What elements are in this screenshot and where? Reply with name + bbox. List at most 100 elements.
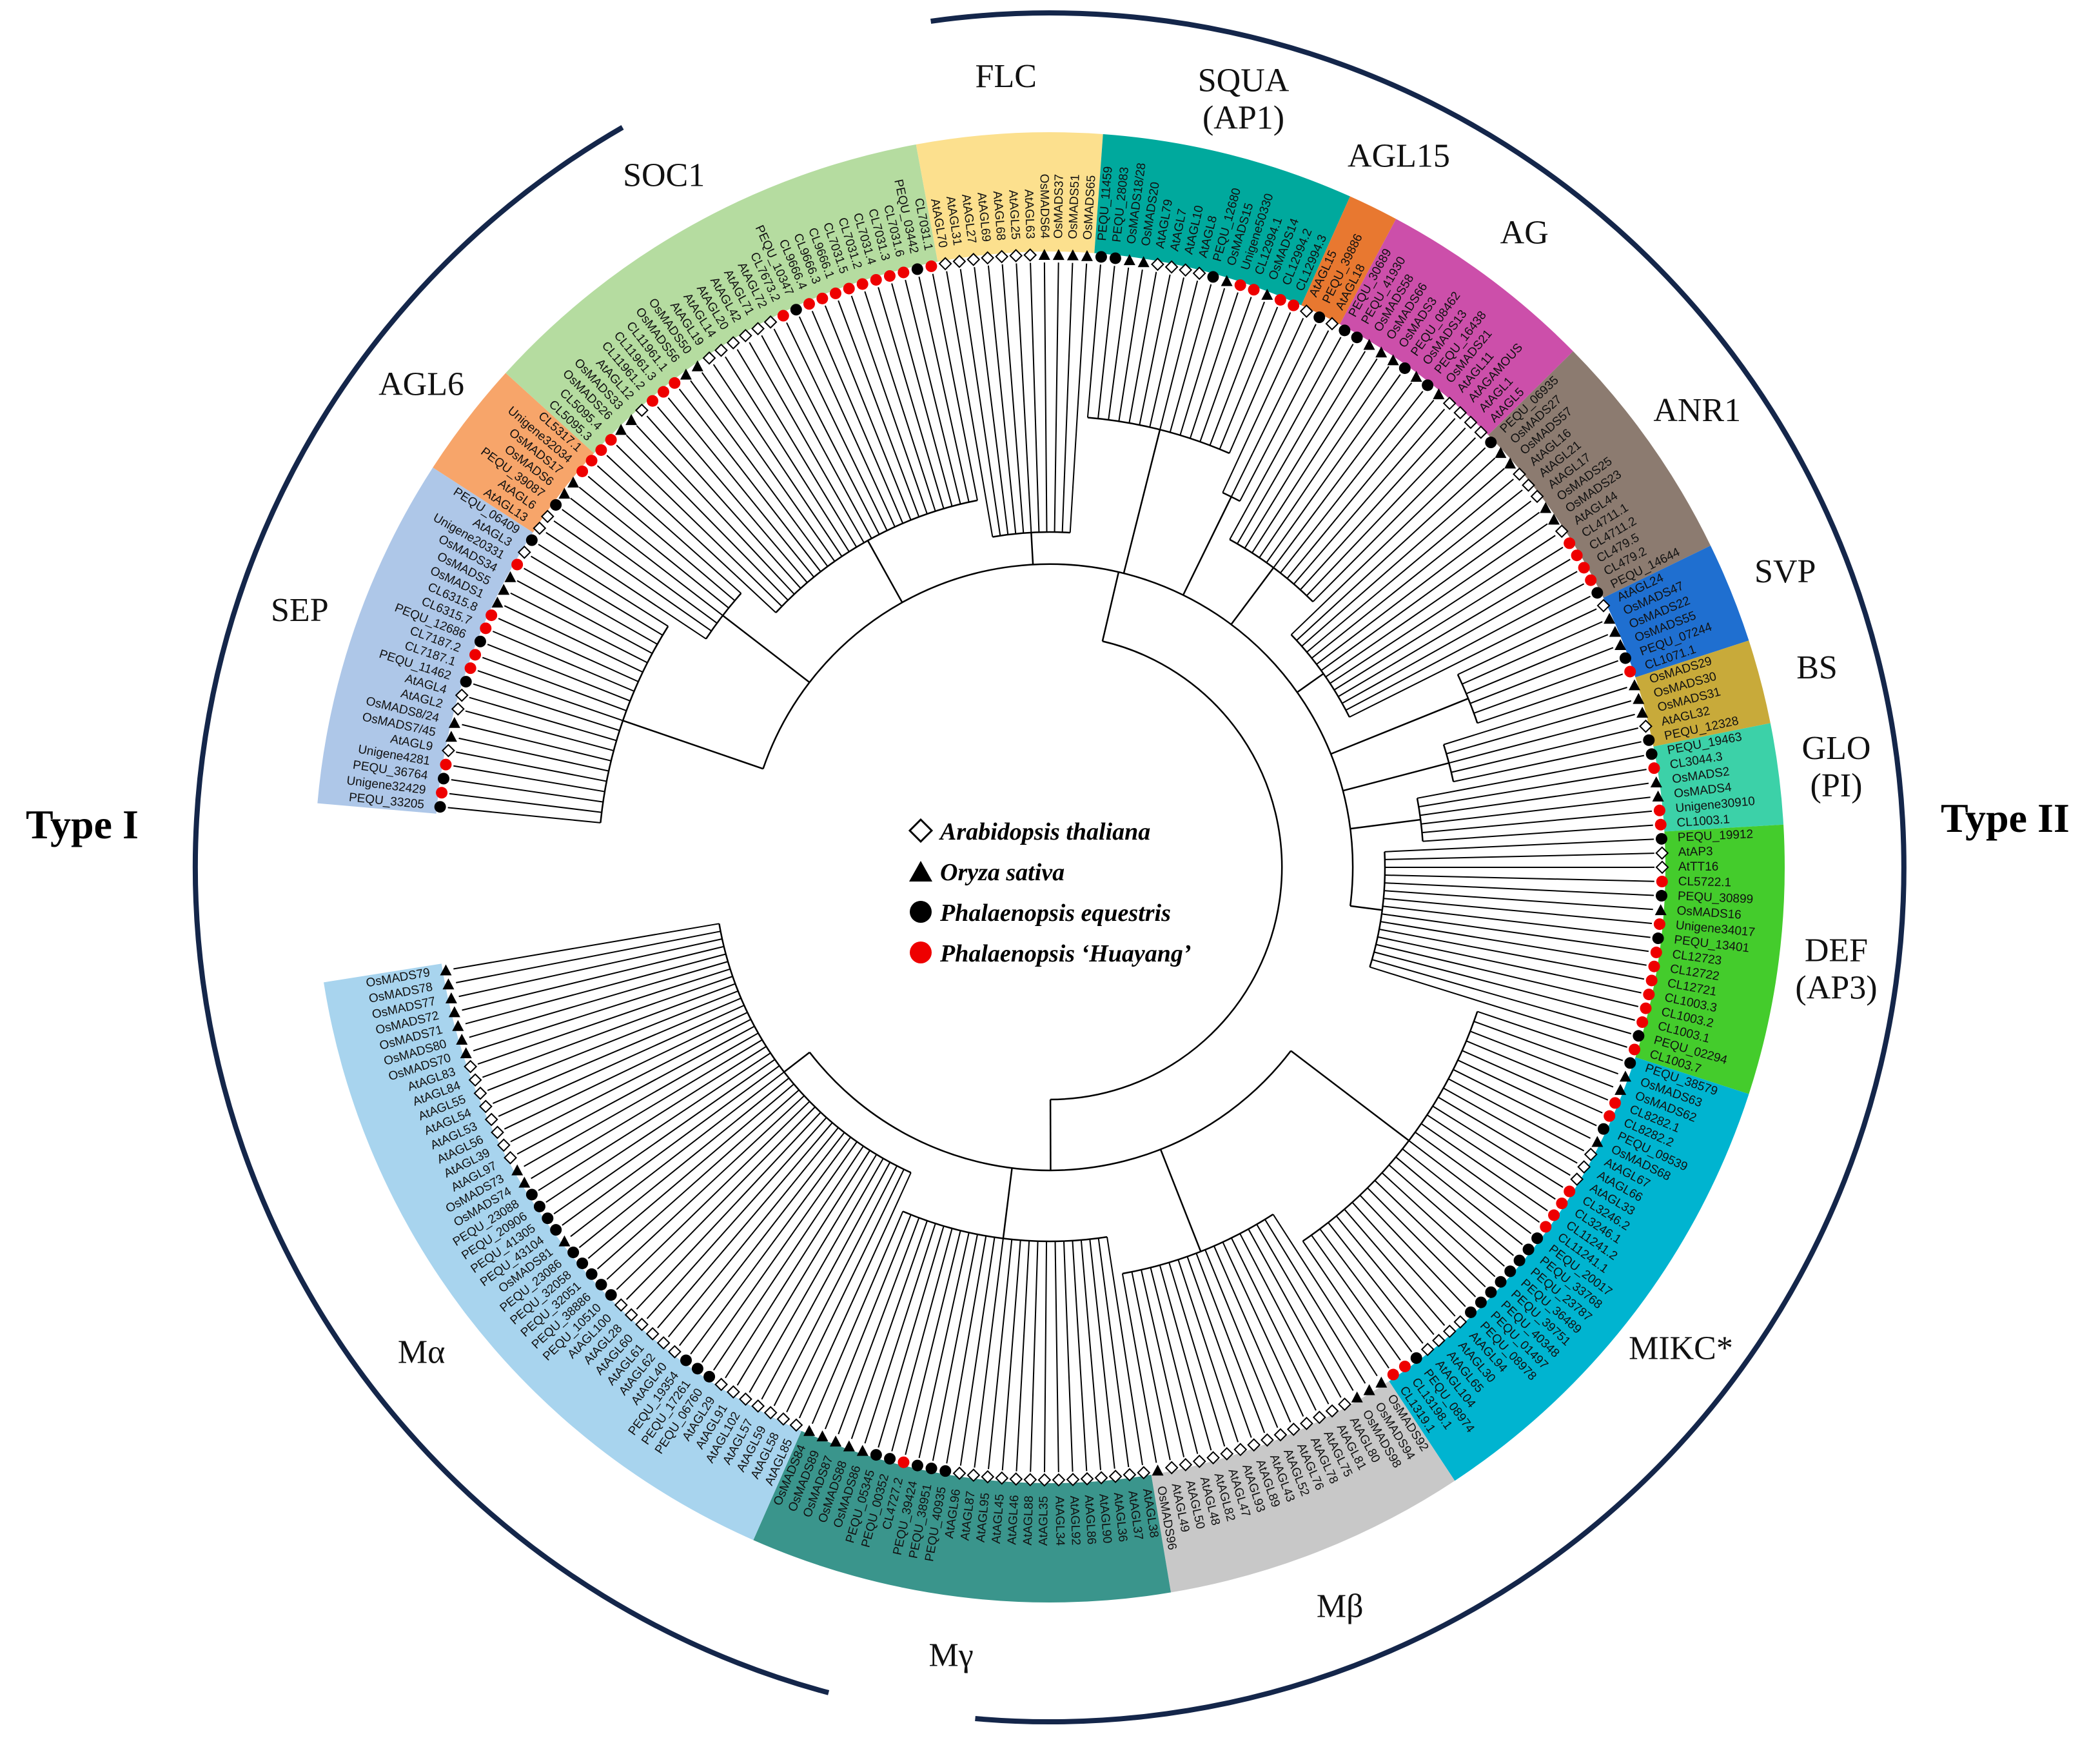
triangle-icon — [1066, 249, 1079, 261]
leaf-branch — [636, 1112, 821, 1310]
red-dot-icon — [669, 377, 681, 389]
open-diamond-icon — [1312, 1410, 1326, 1425]
red-dot-icon — [1556, 1198, 1568, 1210]
leaf-branch — [1159, 281, 1199, 430]
open-diamond-icon — [1066, 1472, 1080, 1486]
leaf-branch — [1195, 1252, 1266, 1434]
black-dot-icon — [1655, 833, 1667, 845]
red-dot-icon — [1234, 279, 1246, 291]
open-diamond-icon — [464, 1060, 478, 1074]
leaf-branch — [1325, 523, 1548, 678]
red-dot-icon — [1654, 818, 1667, 831]
leaf-branch — [761, 335, 872, 539]
leaf-branch — [510, 592, 648, 664]
leaf-branch — [864, 1223, 936, 1444]
leaf-label: OsMADS64 — [1037, 174, 1052, 239]
triangle-icon — [843, 1440, 855, 1452]
triangle-icon — [1614, 638, 1627, 650]
black-dot-icon — [1643, 734, 1655, 746]
leaf-branch — [482, 656, 627, 712]
leaf-branch — [1264, 1219, 1366, 1384]
red-dot-icon — [1387, 1368, 1399, 1381]
leaf-branch — [570, 497, 723, 616]
open-diamond-icon — [1094, 1471, 1108, 1485]
clade-label-flc: FLC — [976, 58, 1037, 95]
leaf-branch — [451, 779, 604, 803]
open-diamond-icon — [1233, 1443, 1248, 1457]
red-dot-icon — [440, 758, 452, 771]
leaf-branch — [453, 765, 605, 793]
black-dot-icon — [1619, 652, 1631, 664]
black-dot-icon — [576, 1257, 589, 1270]
leaf-branch — [456, 931, 721, 983]
black-dot-icon — [1652, 932, 1664, 945]
leaf-branch — [1469, 647, 1614, 704]
leaf-branch — [918, 1232, 970, 1459]
leaf-branch — [538, 1045, 767, 1191]
leaf-branch — [825, 1214, 912, 1430]
clade-label-m: Mγ — [928, 1637, 973, 1673]
legend-item-huayang: Phalaenopsis ‘Huayang’ — [910, 940, 1192, 967]
red-dot-icon — [1636, 1016, 1649, 1029]
triangle-icon — [558, 488, 571, 499]
leaf-branch — [838, 300, 920, 517]
leaf-branch — [1213, 1245, 1291, 1423]
leaf-branch — [462, 945, 724, 1011]
leaf-branch — [690, 380, 829, 567]
open-diamond-icon — [751, 1399, 765, 1413]
triangle-icon — [460, 1047, 472, 1059]
clade-band-svp — [1603, 546, 1749, 678]
leaf-branch — [1426, 1114, 1556, 1200]
leaf-branch — [1139, 274, 1171, 426]
leaf-branch — [1477, 673, 1624, 724]
clade-stem — [1342, 762, 1449, 792]
open-diamond-icon — [656, 1336, 671, 1350]
triangle-icon — [909, 861, 932, 882]
black-dot-icon — [550, 498, 562, 511]
triangle-icon — [491, 596, 504, 608]
triangle-icon — [816, 1430, 829, 1442]
leaf-branch — [1097, 1237, 1130, 1468]
leaf-branch — [773, 1165, 898, 1406]
black-dot-icon — [1339, 324, 1351, 337]
leaf-branch — [636, 425, 795, 595]
open-diamond-icon — [967, 1468, 981, 1483]
red-dot-icon — [1604, 1110, 1616, 1122]
leaf-branch — [891, 1228, 953, 1452]
red-dot-icon — [658, 386, 670, 398]
open-diamond-icon — [478, 1099, 493, 1114]
leaf-branch — [1446, 700, 1632, 754]
leaf-branch — [1432, 1105, 1564, 1188]
leaf-branch — [1043, 262, 1048, 533]
leaf-branch — [1420, 796, 1651, 825]
black-dot-icon — [691, 1363, 703, 1375]
triangle-icon — [1604, 613, 1616, 624]
clade-label-glo: (PI) — [1811, 767, 1863, 804]
leaf-label: AtAGL92 — [1067, 1495, 1083, 1546]
leaf-label: AtAGL46 — [1005, 1495, 1021, 1545]
leaf-branch — [1380, 921, 1647, 966]
open-diamond-icon — [1442, 1325, 1457, 1338]
open-diamond-icon — [1260, 1433, 1274, 1447]
triangle-icon — [445, 731, 457, 742]
leaf-branch — [678, 388, 821, 573]
leaf-branch — [1016, 1241, 1030, 1472]
triangle-icon — [1433, 388, 1445, 400]
leaf-branch — [1239, 1233, 1330, 1405]
open-diamond-icon — [1192, 266, 1206, 281]
triangle-icon — [445, 992, 457, 1003]
open-diamond-icon — [1530, 489, 1544, 504]
black-dot-icon — [550, 1224, 562, 1236]
black-dot-icon — [1485, 437, 1497, 449]
clade-band-agl6 — [433, 373, 594, 533]
leaf-branch — [1384, 853, 1654, 860]
leaf-branch — [1367, 1187, 1477, 1297]
black-dot-icon — [939, 1465, 952, 1477]
leaf-branch — [453, 923, 720, 970]
leaf-branch — [1375, 943, 1639, 1007]
open-diamond-icon — [1220, 1446, 1234, 1461]
leaf-branch — [1453, 741, 1642, 783]
red-dot-icon — [898, 266, 910, 279]
red-dot-icon — [1640, 1002, 1652, 1014]
